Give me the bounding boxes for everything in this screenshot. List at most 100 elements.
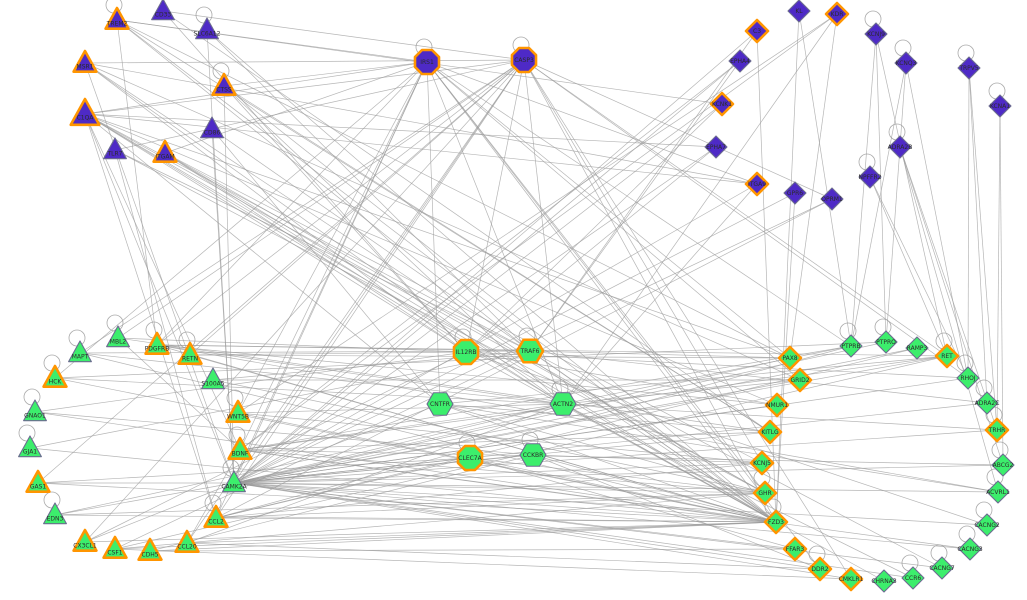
edge-FFAR3-CDH5[interactable] — [149, 548, 796, 552]
node-KCNA1[interactable]: KCNA1 — [988, 94, 1012, 118]
edge-EPHA4-CAMK2A[interactable] — [233, 60, 741, 484]
node-KITLG[interactable]: KITLG — [757, 419, 783, 445]
edge-CCR6-ACTN2[interactable] — [562, 403, 914, 579]
edge-FZD3-WNT5B[interactable] — [237, 412, 777, 523]
edge-CX3CL1-IL12RB[interactable] — [84, 351, 467, 543]
edge-IRS1-BDNF[interactable] — [239, 61, 428, 451]
self-loop-KCNJ9[interactable] — [864, 10, 882, 28]
edge-NPFFR2-RHOJ[interactable] — [869, 176, 969, 379]
edge-SLC6A12-FZD3[interactable] — [206, 29, 777, 523]
edge-CASP3-RHOJ[interactable] — [523, 59, 969, 379]
node-KCNQ3[interactable]: KCNQ3 — [894, 51, 918, 75]
edge-ADRA2C-TRAF6[interactable] — [529, 350, 988, 404]
edge-ITGAM-KCNJ5[interactable] — [164, 152, 763, 464]
edge-CASP3-PDGFRB[interactable] — [156, 59, 525, 346]
edge-CASP3-FZD3[interactable] — [523, 59, 777, 523]
node-CACNG7[interactable]: CACNG7 — [929, 556, 955, 580]
edge-KCNQ3-RHOJ[interactable] — [905, 62, 969, 379]
edge-CTSS-KITLG[interactable] — [223, 85, 771, 433]
edge-PTPRB-CCL2[interactable] — [215, 345, 852, 519]
edge-GHR-CCL2[interactable] — [215, 492, 766, 519]
edge-CASP3-ACTN2[interactable] — [523, 59, 564, 405]
edge-TREM2-PAX8[interactable] — [116, 19, 791, 359]
edge-BDNF-ABCG2[interactable] — [239, 449, 1004, 466]
node-FZD3[interactable]: FZD3 — [763, 509, 789, 535]
edge-CACNG2-IL12RB[interactable] — [465, 351, 988, 526]
edge-GNAO1-CCKBR[interactable] — [34, 411, 534, 456]
node-CD33[interactable]: CD33 — [151, 0, 175, 21]
node-KL[interactable]: KL — [787, 0, 811, 23]
edge-CAMK2A-PAX8[interactable] — [233, 357, 791, 484]
edge-CASP3-CCL2[interactable] — [215, 59, 525, 519]
edge-MSR1-FZD3[interactable] — [84, 62, 777, 523]
edge-TRPV5-RHOJ[interactable] — [967, 67, 970, 379]
edge-CASP3-IL12RB[interactable] — [465, 59, 525, 353]
edge-BDNF-MBL2[interactable] — [117, 337, 241, 451]
edge-KCNQ3-PTPRB[interactable] — [850, 62, 907, 347]
edge-IRS1-GRID2[interactable] — [426, 61, 801, 381]
edge-ITGAM-IL12RB[interactable] — [164, 152, 467, 353]
self-loop-GJA1[interactable] — [18, 424, 36, 442]
edge-ITGA9-ACTN2[interactable] — [562, 183, 758, 405]
edge-WNT5B-ACTN2[interactable] — [237, 403, 564, 414]
edge-DDR2-CCL20[interactable] — [186, 542, 821, 570]
edge-EPHA7-CAMK2A[interactable] — [233, 146, 717, 484]
edge-CAMK2A-EDN3[interactable] — [54, 482, 235, 516]
edge-TREM2-FZD3[interactable] — [116, 19, 777, 523]
self-loop-CCR6[interactable] — [901, 554, 919, 572]
edge-FZD3-CCL20[interactable] — [186, 521, 777, 544]
edge-KL-PTPRB[interactable] — [798, 10, 852, 347]
node-ITGA9[interactable]: ITGA9 — [744, 171, 770, 197]
edge-CTSS-FZD3[interactable] — [223, 85, 777, 523]
edge-ITGAM-FZD3[interactable] — [164, 152, 777, 523]
edge-ITGAM-GHR[interactable] — [164, 152, 766, 494]
edge-GHR-EDN3[interactable] — [54, 492, 766, 516]
edge-BDNF-RET[interactable] — [239, 355, 948, 451]
edge-MBL2-IL12RB[interactable] — [117, 337, 467, 353]
edge-CASP3-CAMK2A[interactable] — [233, 59, 525, 484]
edge-CASP3-CMKLR1[interactable] — [523, 59, 852, 580]
node-NPFFR2[interactable]: NPFFR2 — [858, 165, 882, 189]
edge-DDR2-CCKBR[interactable] — [532, 454, 821, 570]
node-TRPV5[interactable]: TRPV5 — [957, 56, 981, 80]
edge-NMUR1-PDGFRB[interactable] — [156, 344, 778, 406]
edge-CASP3-RETN[interactable] — [189, 59, 525, 356]
edge-CAMK2A-ACVRL1[interactable] — [233, 482, 999, 493]
node-CLEC7A[interactable]: CLEC7A — [456, 444, 484, 472]
edge-GJA1-TRAF6[interactable] — [29, 350, 531, 449]
edge-C1QA-PAX8[interactable] — [84, 113, 791, 359]
edge-KITLG-CNTFR[interactable] — [439, 403, 771, 433]
edge-FZD3-CCL2[interactable] — [215, 517, 777, 523]
edge-FZD3-MAPT[interactable] — [79, 352, 777, 523]
edge-TLR7-TRAF6[interactable] — [114, 149, 531, 352]
edge-MSR1-ACTN2[interactable] — [84, 62, 564, 405]
edge-CTSS-IRS1[interactable] — [223, 61, 428, 87]
edge-ITGA9-CAMK2A[interactable] — [233, 183, 758, 484]
edge-C3-CAMK2A[interactable] — [233, 30, 758, 484]
edge-PAX8-TRAF6[interactable] — [529, 350, 791, 359]
edge-TREM2-TRAF6[interactable] — [116, 19, 531, 352]
edge-EPHA4-TRAF6[interactable] — [529, 60, 741, 352]
node-TRAF6[interactable]: TRAF6 — [515, 338, 545, 364]
edge-C1QA-ITGA9[interactable] — [84, 113, 758, 185]
edge-BDNF-PTPRB[interactable] — [239, 345, 852, 451]
edge-FZD3-GAS1[interactable] — [37, 482, 777, 523]
node-RET[interactable]: RET — [934, 343, 960, 369]
edge-ADRA2B-ACVRL1[interactable] — [899, 146, 999, 493]
node-CACNG3[interactable]: CACNG3 — [957, 537, 983, 561]
edge-KDR-PAX8[interactable] — [789, 13, 838, 359]
edge-NPFFR2-RET[interactable] — [869, 176, 948, 357]
edge-KCNJ9-PTPRO[interactable] — [875, 33, 887, 343]
self-loop-TRPV5[interactable] — [957, 44, 975, 62]
edge-TREM2-PDGFRB[interactable] — [116, 19, 158, 346]
edge-TLR7-CCL2[interactable] — [114, 149, 217, 519]
edge-KCNJ9-PTPRB[interactable] — [850, 33, 877, 347]
node-MSR1[interactable]: MSR1 — [72, 49, 98, 73]
edge-RET-CNTFR[interactable] — [439, 355, 948, 405]
edge-MSR1-IL12RB[interactable] — [84, 62, 467, 353]
edge-IRS1-GHR[interactable] — [426, 61, 766, 494]
edge-ADRA2B-TRHR[interactable] — [899, 146, 998, 431]
edge-CAMK2A-CX3CL1[interactable] — [84, 482, 235, 543]
node-KDR[interactable]: KDR — [824, 1, 850, 27]
edge-CHRNA3-ACTN2[interactable] — [562, 403, 885, 582]
